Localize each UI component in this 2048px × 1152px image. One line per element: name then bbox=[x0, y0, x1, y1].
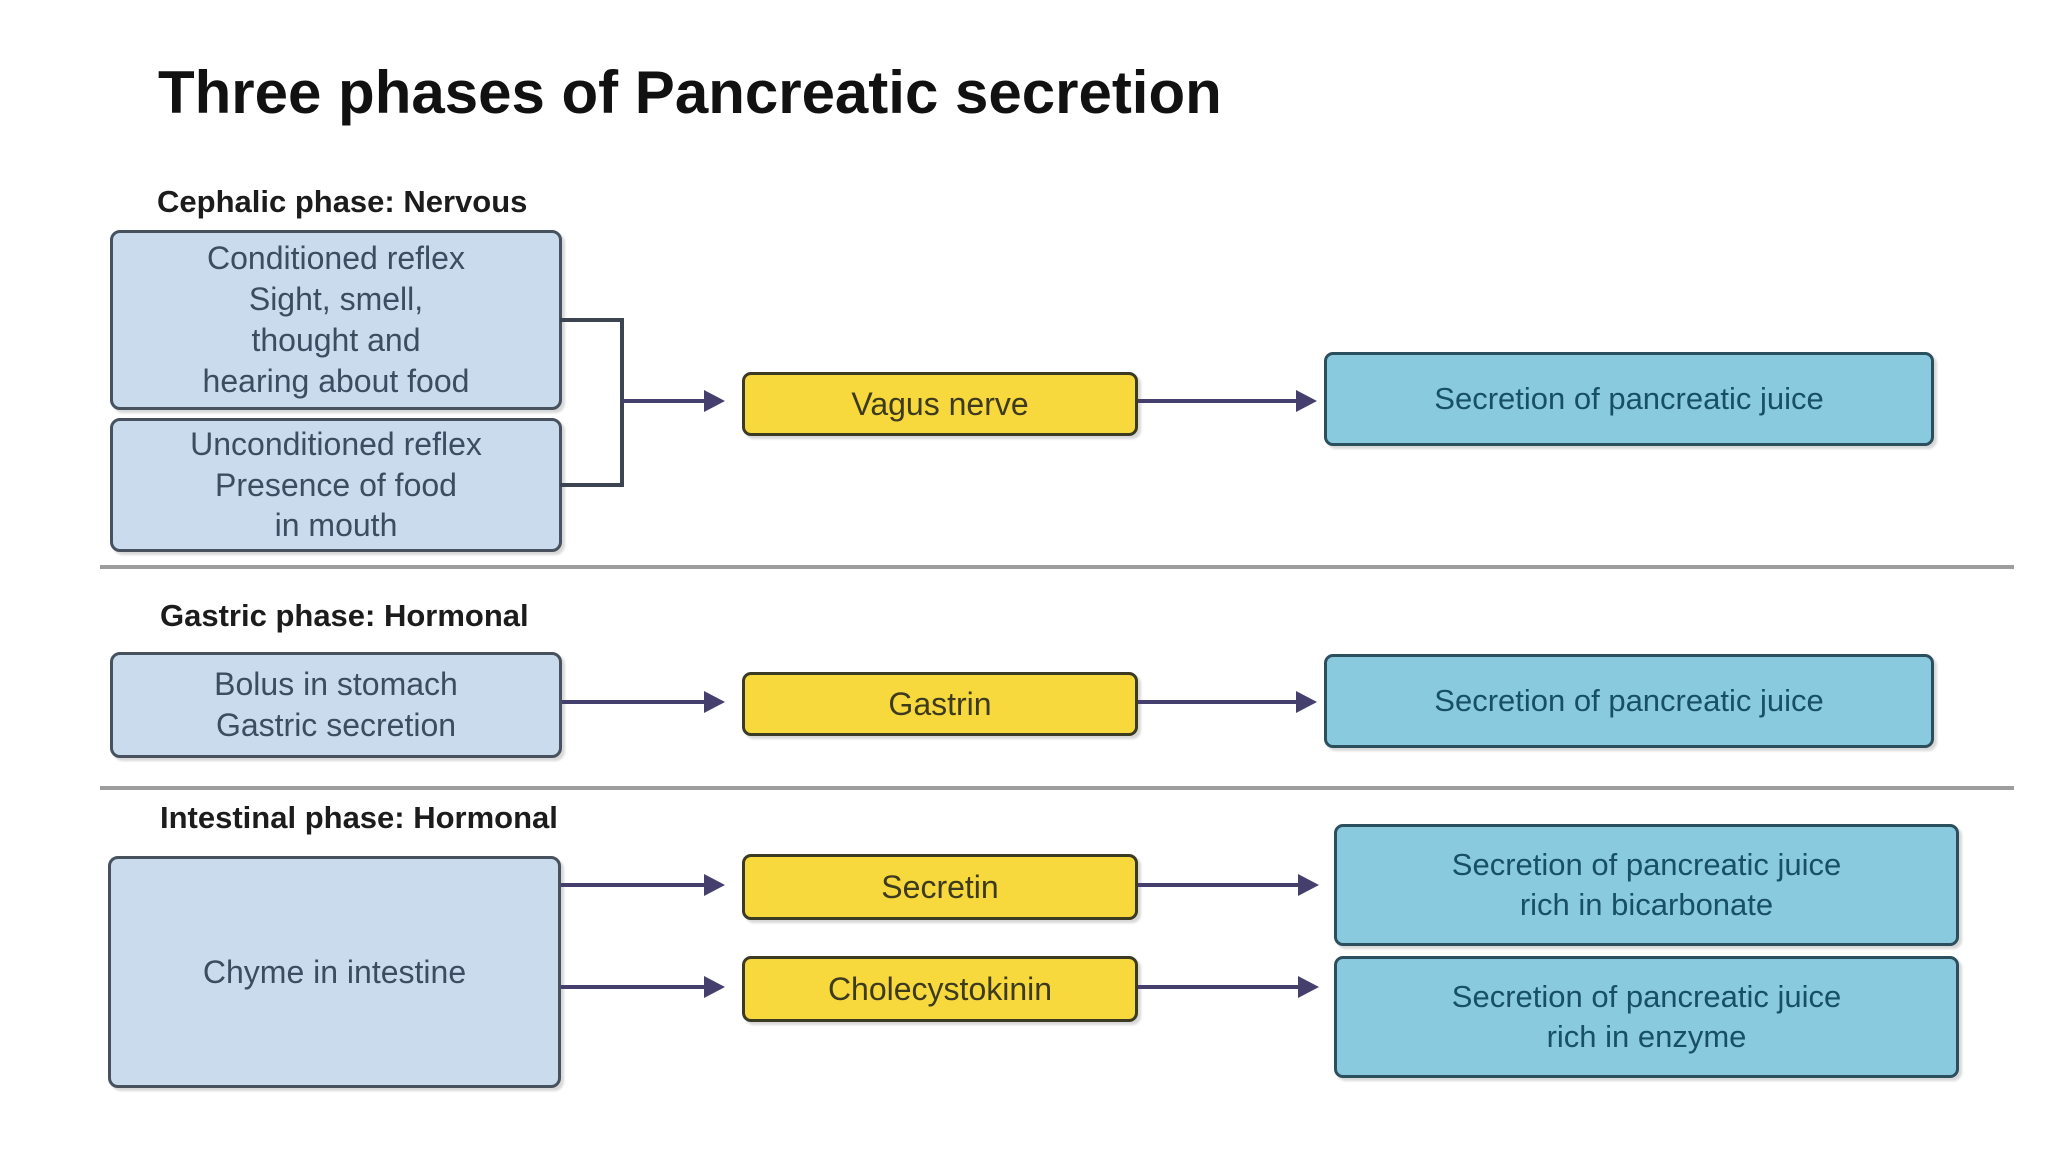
arrow-chyme-to-cck-head-icon bbox=[704, 976, 725, 998]
box-secretin: Secretin bbox=[742, 854, 1138, 920]
box-conditioned-reflex-label: Conditioned reflex Sight, smell, thought… bbox=[202, 240, 470, 399]
box-gastrin-label: Gastrin bbox=[888, 685, 992, 722]
arrow-cephalic-to-vagus-head-icon bbox=[704, 390, 725, 412]
arrow-secretin-to-outcome-head-icon bbox=[1298, 874, 1319, 896]
box-vagus-nerve-label: Vagus nerve bbox=[851, 385, 1029, 422]
box-secretin-label: Secretin bbox=[881, 868, 999, 905]
arrow-chyme-to-secretin-line bbox=[561, 883, 706, 887]
arrow-cck-to-outcome-line bbox=[1138, 985, 1298, 989]
box-chyme-in-intestine: Chyme in intestine bbox=[108, 856, 561, 1088]
arrow-secretin-to-outcome-line bbox=[1138, 883, 1298, 887]
arrow-cck-to-outcome-head-icon bbox=[1298, 976, 1319, 998]
bracket-top-stub-line bbox=[560, 318, 624, 322]
box-unconditioned-reflex: Unconditioned reflex Presence of food in… bbox=[110, 418, 562, 552]
box-cholecystokinin: Cholecystokinin bbox=[742, 956, 1138, 1022]
box-secretion-cephalic-label: Secretion of pancreatic juice bbox=[1434, 381, 1824, 417]
arrow-vagus-to-secretion-line bbox=[1138, 399, 1296, 403]
arrow-chyme-to-secretin-head-icon bbox=[704, 874, 725, 896]
box-secretion-bicarbonate: Secretion of pancreatic juice rich in bi… bbox=[1334, 824, 1959, 946]
box-bolus-in-stomach-label: Bolus in stomach Gastric secretion bbox=[214, 666, 458, 743]
arrow-bolus-to-gastrin-line bbox=[562, 700, 704, 704]
box-gastrin: Gastrin bbox=[742, 672, 1138, 736]
box-secretion-cephalic: Secretion of pancreatic juice bbox=[1324, 352, 1934, 446]
box-secretion-gastric-label: Secretion of pancreatic juice bbox=[1434, 683, 1824, 719]
box-secretion-enzyme: Secretion of pancreatic juice rich in en… bbox=[1334, 956, 1959, 1078]
box-secretion-bicarbonate-label: Secretion of pancreatic juice rich in bi… bbox=[1451, 847, 1842, 922]
slide-title: Three phases of Pancreatic secretion bbox=[158, 59, 1222, 126]
box-vagus-nerve: Vagus nerve bbox=[742, 372, 1138, 436]
box-cholecystokinin-label: Cholecystokinin bbox=[827, 970, 1053, 1007]
bracket-bottom-stub-line bbox=[560, 483, 624, 487]
arrow-cephalic-to-vagus-line bbox=[622, 399, 704, 403]
arrow-chyme-to-cck-line bbox=[561, 985, 706, 989]
arrow-bolus-to-gastrin-head-icon bbox=[704, 691, 725, 713]
box-conditioned-reflex: Conditioned reflex Sight, smell, thought… bbox=[110, 230, 562, 410]
section-divider-2 bbox=[100, 786, 2014, 790]
section-divider-1 bbox=[100, 565, 2014, 569]
box-unconditioned-reflex-label: Unconditioned reflex Presence of food in… bbox=[190, 425, 482, 544]
arrow-vagus-to-secretion-head-icon bbox=[1296, 390, 1317, 412]
box-secretion-gastric: Secretion of pancreatic juice bbox=[1324, 654, 1934, 748]
phase-heading-cephalic: Cephalic phase: Nervous bbox=[157, 184, 528, 219]
phase-heading-intestinal: Intestinal phase: Hormonal bbox=[160, 800, 558, 835]
arrow-gastrin-to-secretion-head-icon bbox=[1296, 691, 1317, 713]
box-chyme-in-intestine-label: Chyme in intestine bbox=[202, 953, 467, 990]
box-bolus-in-stomach: Bolus in stomach Gastric secretion bbox=[110, 652, 562, 758]
arrow-gastrin-to-secretion-line bbox=[1138, 700, 1296, 704]
phase-heading-gastric: Gastric phase: Hormonal bbox=[160, 598, 529, 633]
box-secretion-enzyme-label: Secretion of pancreatic juice rich in en… bbox=[1451, 979, 1842, 1054]
